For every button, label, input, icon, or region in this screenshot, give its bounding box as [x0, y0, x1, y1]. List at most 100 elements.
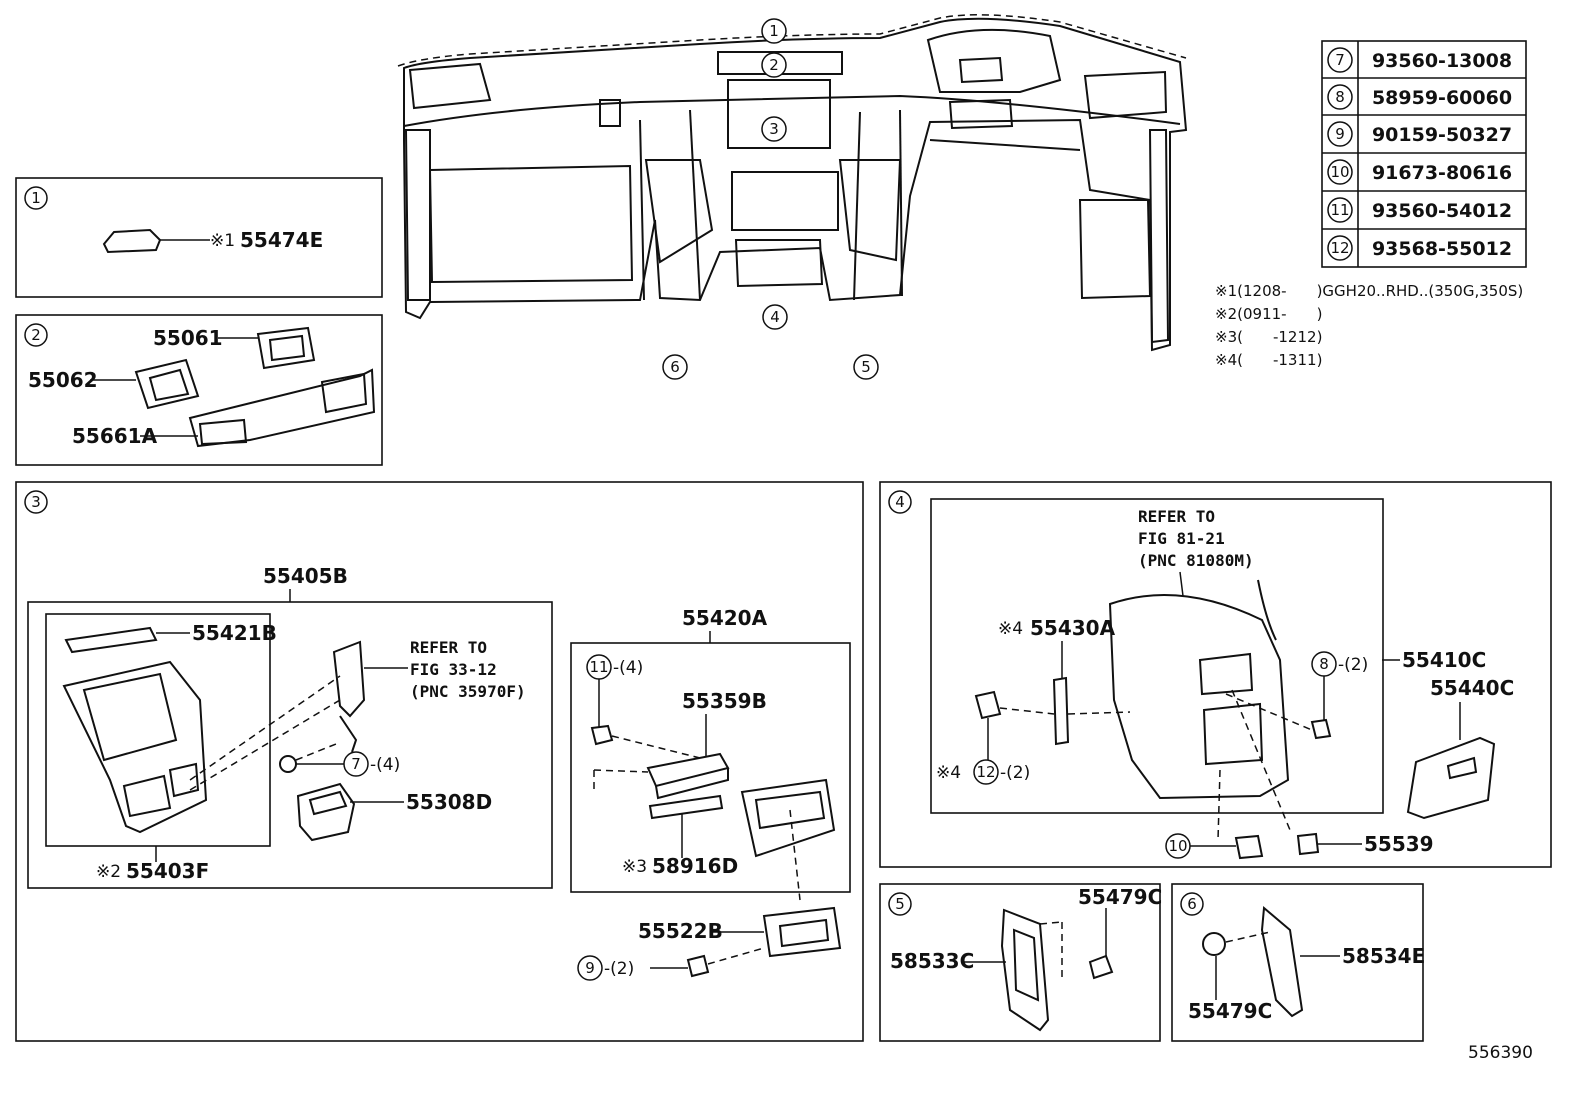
overview-callout-3[interactable]: 3	[761, 116, 787, 142]
note-3: ※3( -1212)	[1215, 328, 1322, 346]
diagram-id: 556390	[1468, 1043, 1533, 1063]
section-number: 6	[1187, 895, 1197, 913]
svg-text:7: 7	[1335, 51, 1345, 69]
overview-callout-6[interactable]: 6	[662, 354, 688, 380]
overview-callout-4[interactable]: 4	[762, 304, 788, 330]
note-2: ※2(0911- )	[1215, 305, 1322, 323]
svg-text:8: 8	[1319, 655, 1329, 673]
refer-text-line-2: FIG 81-21	[1138, 529, 1225, 548]
part-code: 93568-55012	[1372, 238, 1512, 260]
quantity-label: -(2)	[1000, 763, 1030, 783]
quantity-label: -(2)	[1338, 655, 1368, 675]
code-row-10: 10 91673-80616	[1327, 159, 1512, 185]
section-number: 2	[31, 326, 41, 344]
section-number: 3	[31, 493, 41, 511]
part-label-55308D: 55308D	[406, 790, 492, 814]
refer-text-line-1: REFER TO	[1138, 507, 1215, 526]
bracket-shape	[332, 640, 366, 718]
svg-text:12: 12	[1330, 239, 1349, 257]
part-label-58533C: 58533C	[890, 949, 974, 973]
part-55410C-shape	[1108, 594, 1290, 800]
part-label-55661A: 55661A	[72, 424, 158, 448]
part-code: 91673-80616	[1372, 162, 1512, 184]
quantity-label: -(2)	[604, 959, 634, 979]
callout-11[interactable]: 11	[586, 654, 612, 680]
overview-callout-2[interactable]: 2	[761, 52, 787, 78]
code-row-7: 7 93560-13008	[1327, 47, 1512, 73]
callout-7[interactable]: 7	[343, 751, 369, 777]
note-4: ※4( -1311)	[1215, 351, 1322, 369]
code-row-9: 9 90159-50327	[1327, 121, 1512, 147]
svg-text:10: 10	[1330, 163, 1349, 181]
overview-callout-1[interactable]: 1	[761, 18, 787, 44]
callout-number: 2	[769, 56, 779, 74]
screw-55479C-shape	[1088, 954, 1114, 980]
part-label-55479C: 55479C	[1188, 999, 1272, 1023]
section-number: 5	[895, 895, 905, 913]
part-58533C-shape	[1000, 908, 1050, 1032]
applicability-notes: ※1(1208- )GGH20..RHD..(350G,350S) ※2(091…	[1215, 282, 1523, 369]
refer-text-line-3: (PNC 35970F)	[410, 682, 526, 701]
svg-text:10: 10	[1168, 837, 1187, 855]
part-label-55440C: 55440C	[1430, 676, 1514, 700]
part-label-55062: 55062	[28, 368, 98, 392]
callout-number: 5	[861, 358, 871, 376]
screw-10-shape	[1234, 834, 1264, 860]
section-5-panel: 5 58533C 55479C	[879, 883, 1162, 1042]
part-note-mark: ※3	[622, 857, 647, 877]
part-55062-shape	[134, 358, 200, 410]
part-label-55359B: 55359B	[682, 689, 767, 713]
group-label-55420A: 55420A	[682, 606, 768, 630]
part-label-58534E: 58534E	[1342, 944, 1425, 968]
part-55474E-shape	[102, 228, 162, 254]
part-note-mark: ※4	[936, 763, 961, 783]
section-3-panel: 3 55405B 55421B ※2 55403F REFER TO FIG 3…	[15, 481, 864, 1042]
part-code: 58959-60060	[1372, 87, 1512, 109]
part-code: 90159-50327	[1372, 124, 1512, 146]
code-row-11: 11 93560-54012	[1327, 197, 1512, 223]
clip-55479C-shape	[1202, 932, 1226, 956]
svg-text:11: 11	[589, 658, 608, 676]
callout-number: 3	[769, 120, 779, 138]
section-2-panel: 2 55061 55062 55661A	[15, 314, 383, 466]
screw-11-shape	[590, 724, 614, 746]
dashboard-overview-illustration	[397, 14, 1188, 352]
screw-7-shape	[279, 755, 297, 773]
part-note-mark: ※4	[998, 619, 1023, 639]
clip-8-shape	[1310, 718, 1332, 740]
part-label-55403F: 55403F	[126, 859, 209, 883]
section-number: 4	[895, 493, 905, 511]
section-1-panel: 1 ※1 55474E	[15, 177, 383, 298]
refer-text-line-3: (PNC 81080M)	[1138, 551, 1254, 570]
refer-text-line-2: FIG 33-12	[410, 660, 497, 679]
part-code: 93560-13008	[1372, 50, 1512, 72]
part-55522B-shape	[762, 906, 842, 958]
group-box-55420A	[570, 642, 851, 893]
note-1: ※1(1208- )GGH20..RHD..(350G,350S)	[1215, 282, 1523, 300]
part-note-mark: ※1	[210, 231, 235, 251]
svg-text:9: 9	[585, 959, 595, 977]
part-label-55522B: 55522B	[638, 919, 723, 943]
section-number: 1	[31, 189, 41, 207]
part-58916D-shape	[648, 794, 724, 820]
part-55430A-shape	[1052, 676, 1070, 746]
part-code: 93560-54012	[1372, 200, 1512, 222]
section-6-panel: 6 58534E 55479C	[1171, 883, 1425, 1042]
part-55061-shape	[256, 326, 316, 370]
part-58534E-shape	[1260, 905, 1304, 1018]
clip-55539-shape	[1296, 832, 1320, 856]
part-label-55479C: 55479C	[1078, 885, 1162, 909]
callout-8[interactable]: 8	[1311, 651, 1337, 677]
part-label-55410C: 55410C	[1402, 648, 1486, 672]
quantity-label: -(4)	[613, 658, 643, 678]
callout-number: 4	[770, 308, 780, 326]
part-label-58916D: 58916D	[652, 854, 738, 878]
callout-10[interactable]: 10	[1165, 833, 1191, 859]
overview-callout-5[interactable]: 5	[853, 354, 879, 380]
callout-9[interactable]: 9	[577, 955, 603, 981]
part-label-55539: 55539	[1364, 832, 1434, 856]
group-label-55405B: 55405B	[263, 564, 348, 588]
callout-12[interactable]: 12	[973, 759, 999, 785]
callout-number: 1	[769, 22, 779, 40]
